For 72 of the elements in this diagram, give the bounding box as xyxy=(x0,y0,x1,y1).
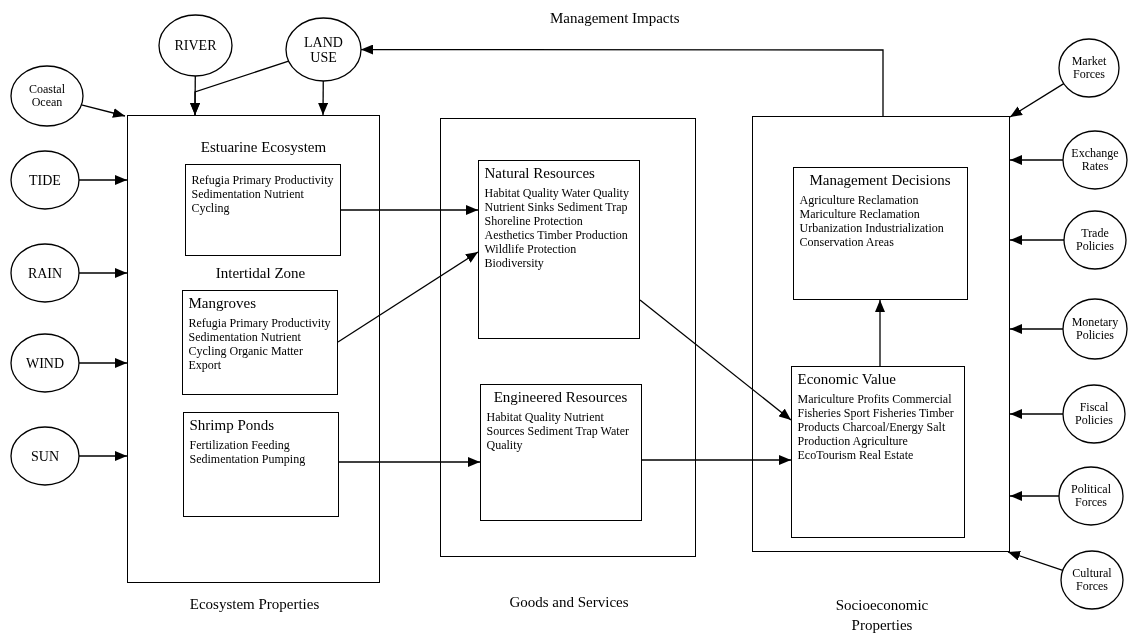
node-label: Trade Policies xyxy=(1075,227,1115,253)
node-label: Fiscal Policies xyxy=(1074,401,1114,427)
item-list: Agriculture Reclamation Mariculture Reclamation Urbanization Industrialization Conservation Areas xyxy=(799,192,961,249)
arrow xyxy=(190,60,290,116)
ellipse-node xyxy=(1062,384,1126,444)
node-label: Cultural Forces xyxy=(1071,567,1113,593)
node-label: RAIN xyxy=(27,265,63,281)
arrow xyxy=(1009,235,1065,245)
ellipse-node xyxy=(158,14,233,77)
arrow xyxy=(80,104,126,118)
item-list: Refugia Primary Productivity Sedimentation Nutrient Cycling xyxy=(191,172,334,215)
ellipse-node xyxy=(1058,466,1124,526)
ellipse-node xyxy=(10,65,84,127)
arrow xyxy=(78,175,128,185)
arrow xyxy=(78,358,128,368)
arrow xyxy=(1007,551,1064,571)
arrow xyxy=(78,451,128,461)
arrow xyxy=(1009,83,1065,118)
process-box xyxy=(477,159,640,339)
node-label: SUN xyxy=(31,448,59,464)
arrow xyxy=(337,251,479,343)
ellipse-node xyxy=(10,243,80,303)
node-label: LAND USE xyxy=(303,34,344,65)
item-list: Refugia Primary Productivity Sedimentation Nutrient Cycling Organic Matter Export xyxy=(188,315,331,372)
ellipse-node xyxy=(1062,130,1128,190)
arrow xyxy=(1009,491,1060,501)
node-label: Coastal Ocean xyxy=(28,83,66,109)
box-heading: Shrimp Ponds xyxy=(189,416,276,434)
group-title: Ecosystem Properties xyxy=(188,596,321,613)
node-label: Market Forces xyxy=(1070,55,1108,81)
item-list: Habitat Quality Water Quality Nutrient Sinks Sediment Trap Shoreline Protection Aesthetics Timber Production Wildlife Protection Biodiversity xyxy=(484,185,633,270)
box-heading: Economic Value xyxy=(797,370,897,388)
process-box xyxy=(790,365,965,538)
arrow xyxy=(1009,324,1064,334)
group-title: Socioeconomic Properties xyxy=(834,596,930,633)
ellipse-node xyxy=(285,17,362,82)
arrow xyxy=(78,268,128,278)
node-label: TIDE xyxy=(29,172,61,188)
node-label: Monetary Policies xyxy=(1070,316,1120,342)
arrow xyxy=(318,80,329,116)
ellipse-node xyxy=(10,150,80,210)
arrow xyxy=(639,299,792,421)
process-box xyxy=(479,383,642,521)
arrow xyxy=(340,205,479,215)
box-heading: Mangroves xyxy=(188,294,257,312)
ellipse-node xyxy=(1060,550,1124,610)
group-title: Goods and Services xyxy=(508,594,630,611)
item-list: Mariculture Profits Commercial Fisheries Sport Fisheries Timber Products Charcoal/Energy Salt Production Agriculture EcoTourism Real Estate xyxy=(797,391,958,462)
ellipse-node xyxy=(1058,38,1120,98)
arrow xyxy=(360,44,884,117)
arrow xyxy=(875,299,885,367)
arrow xyxy=(1009,409,1064,419)
ellipse-node xyxy=(10,426,80,486)
node-label: WIND xyxy=(25,355,65,371)
arrow xyxy=(641,455,792,465)
ellipse-node xyxy=(10,333,80,393)
box-heading: Estuarine Ecosystem xyxy=(199,138,328,156)
ellipse-node xyxy=(1063,210,1127,270)
arrow xyxy=(1009,155,1064,165)
box-heading: Natural Resources xyxy=(484,164,596,182)
process-box xyxy=(792,166,968,300)
item-list: Fertilization Feeding Sedimentation Pumping xyxy=(189,437,332,466)
process-box xyxy=(182,411,339,517)
ellipse-node xyxy=(1062,298,1128,360)
box-heading: Management Decisions xyxy=(808,171,952,189)
item-list: Habitat Quality Nutrient Sources Sediment Trap Water Quality xyxy=(486,409,635,452)
node-label: RIVER xyxy=(174,38,217,53)
arrow xyxy=(338,457,481,467)
box-heading: Intertidal Zone xyxy=(214,264,307,282)
node-label: Political Forces xyxy=(1070,483,1112,509)
box-heading: Engineered Resources xyxy=(492,388,629,406)
node-label: Exchange Rates xyxy=(1070,147,1120,173)
